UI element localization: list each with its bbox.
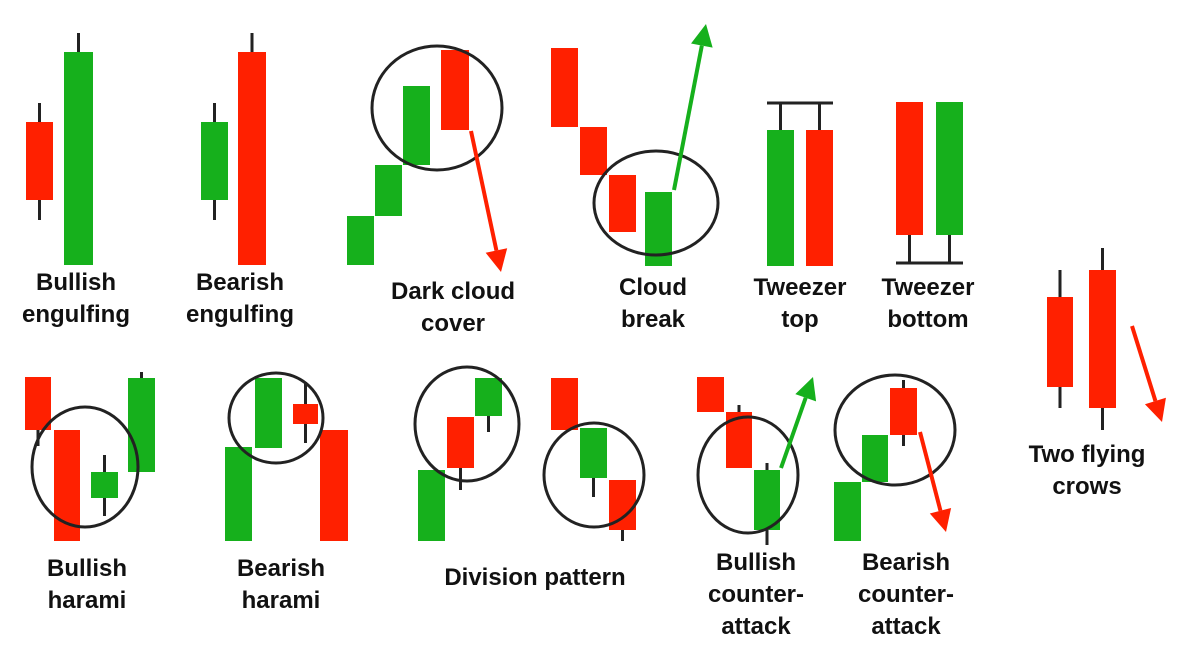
bearish-candle [293,404,318,424]
label-division-pattern: Division pattern [444,564,626,591]
bullish-candle [375,165,402,216]
bearish-candle [806,130,833,266]
highlight-circle [370,44,504,172]
bearish-candle [896,102,923,235]
highlight-circle [696,415,800,535]
bullish-candle [767,130,794,266]
bearish-candle [551,378,578,430]
bullish-candle [201,122,228,200]
highlight-circle [592,149,720,257]
trend-arrow-line [469,130,499,251]
bullish-candle [403,86,430,165]
arrow-head-icon [691,24,713,48]
bearish-candle [238,52,266,265]
bullish-candle [475,378,502,416]
bearish-candle [320,430,348,541]
arrow-head-icon [1144,397,1166,422]
bullish-candle [225,447,252,541]
bearish-candle [551,48,578,127]
bearish-candle [609,175,636,232]
bearish-candle [1047,297,1073,387]
bearish-candle [697,377,724,412]
bullish-candle [936,102,963,235]
bullish-candle [64,52,93,265]
bearish-candle [441,50,469,130]
highlight-circle [227,371,325,465]
bullish-candle [862,435,888,482]
bullish-candle [580,428,607,478]
trend-arrow-line [1130,325,1158,402]
bearish-candle [447,417,474,468]
trend-arrow-line [779,397,808,469]
bearish-candle [25,377,51,430]
arrow-head-icon [795,377,817,402]
trend-arrow-line [672,45,704,191]
arrow-head-icon [485,248,508,272]
bullish-candle [255,378,282,448]
bullish-candle [418,470,445,541]
bearish-candle [26,122,53,200]
bullish-candle [347,216,374,265]
bearish-candle [580,127,607,175]
highlight-circle [413,365,521,483]
bullish-candle [834,482,861,541]
highlight-circle [542,421,646,529]
bullish-candle [128,378,155,472]
arrow-head-icon [929,507,952,532]
trend-arrow-line [918,431,943,512]
bearish-candle [890,388,917,435]
bullish-candle [91,472,118,498]
bullish-candle [754,470,780,530]
highlight-circle [30,405,140,529]
highlight-circle [833,373,957,487]
bearish-candle [1089,270,1116,408]
